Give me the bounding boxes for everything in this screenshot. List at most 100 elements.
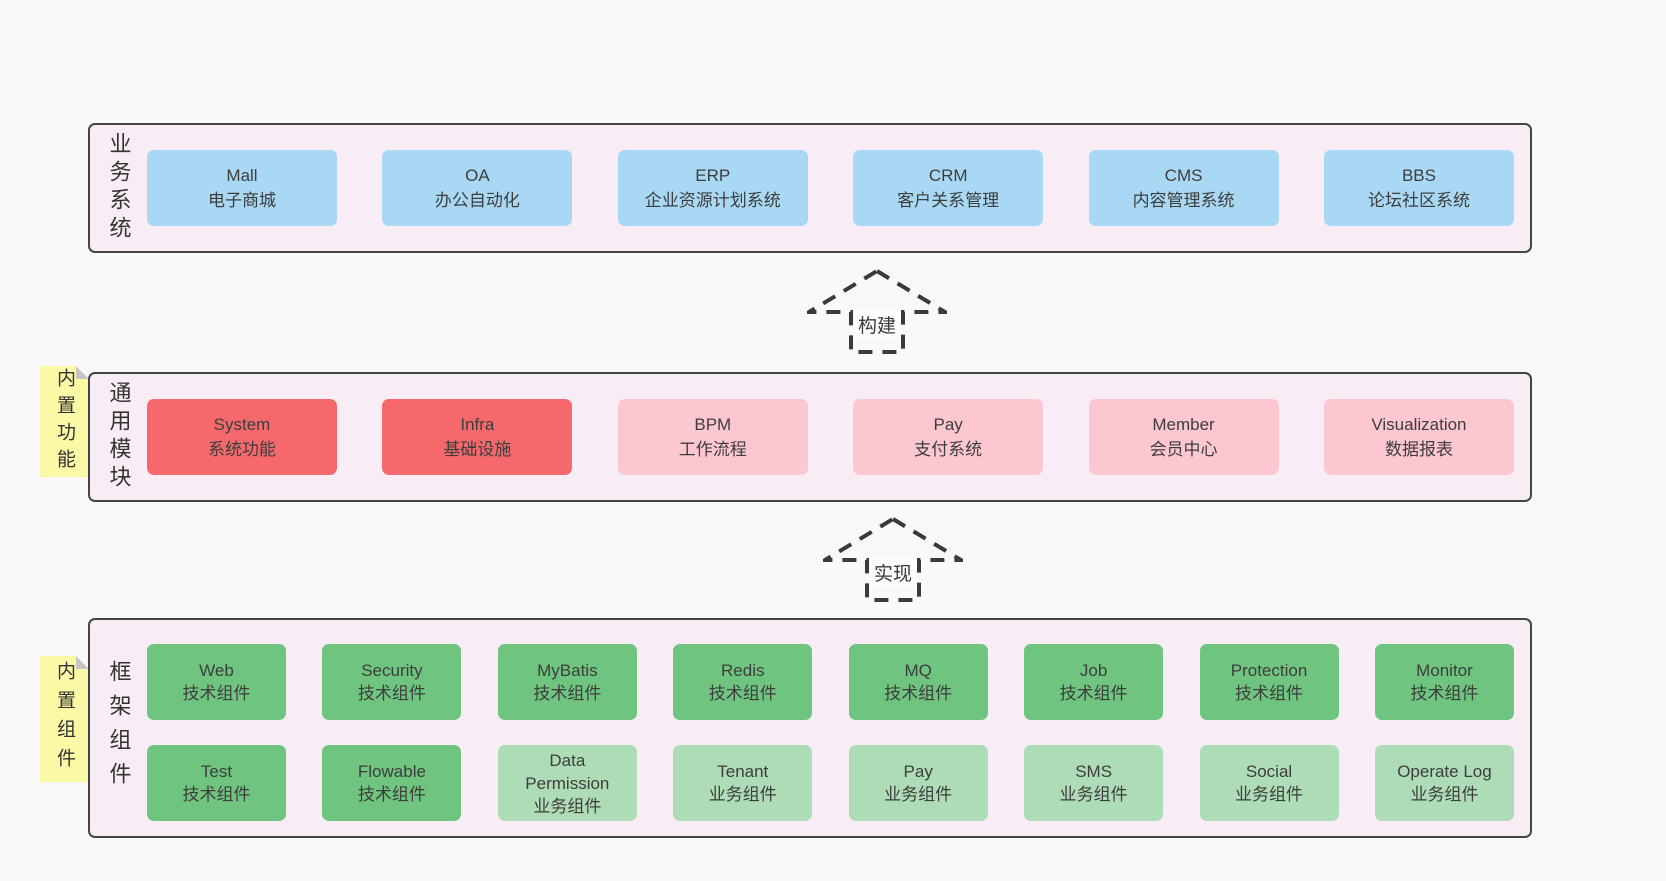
arrow-implement: 实现 [823, 516, 963, 604]
box-member: Member 会员中心 [1088, 399, 1279, 475]
box-test: Test 技术组件 [147, 745, 286, 821]
box-title: Visualization [1371, 415, 1467, 434]
box-security: Security 技术组件 [322, 644, 462, 720]
box-subtitle: 支付系统 [914, 440, 983, 459]
box-title: SMS [1075, 762, 1113, 781]
box-subtitle: 技术组件 [182, 785, 251, 804]
box-mq: MQ 技术组件 [848, 644, 988, 720]
layer-business-systems: 业务系统 Mall 电子商城 OA 办公自动化 ERP 企业资源计划系统 CRM… [88, 123, 1532, 253]
box-subtitle: 业务组件 [1059, 785, 1128, 804]
box-job: Job 技术组件 [1024, 644, 1164, 720]
box-title: Redis [721, 661, 765, 680]
box-redis: Redis 技术组件 [673, 644, 813, 720]
box-subtitle: 内容管理系统 [1132, 191, 1235, 210]
box-erp: ERP 企业资源计划系统 [617, 150, 808, 226]
box-operate-log: Operate Log 业务组件 [1374, 745, 1514, 821]
box-pay: Pay 支付系统 [853, 399, 1044, 475]
box-bbs: BBS 论坛社区系统 [1323, 150, 1514, 226]
box-subtitle: 业务组件 [1235, 785, 1304, 804]
box-subtitle: 技术组件 [1235, 684, 1304, 703]
box-title: Member [1152, 415, 1215, 434]
layer-common-modules: 通用模块 System 系统功能 Infra 基础设施 BPM 工作流程 Pay… [88, 372, 1532, 502]
box-title: Pay [933, 415, 963, 434]
box-protection: Protection 技术组件 [1199, 644, 1339, 720]
box-system: System 系统功能 [147, 399, 337, 475]
box-oa: OA 办公自动化 [382, 150, 573, 226]
up-arrow-icon [823, 516, 963, 602]
arrow-implement-label: 实现 [869, 558, 917, 587]
box-data-permission: Data Permission 业务组件 [497, 745, 637, 821]
box-title: CMS [1164, 166, 1203, 185]
box-pay-biz: Pay 业务组件 [848, 745, 988, 821]
box-title: Monitor [1416, 661, 1473, 680]
box-title: ERP [695, 166, 731, 185]
box-subtitle: 技术组件 [1059, 684, 1128, 703]
box-subtitle: 工作流程 [678, 440, 747, 459]
box-subtitle: 业务组件 [708, 785, 777, 804]
box-title: MyBatis [537, 661, 598, 680]
layer-label-framework-components: 框架组件 [106, 660, 132, 796]
sticky-builtin-components: 内置组件 [40, 656, 89, 782]
box-sms: SMS 业务组件 [1024, 745, 1164, 821]
box-subtitle: 技术组件 [708, 684, 777, 703]
box-cms: CMS 内容管理系统 [1088, 150, 1279, 226]
layer-label-business-systems: 业务系统 [106, 132, 132, 244]
up-arrow-icon [807, 268, 947, 354]
modules-box-row: System 系统功能 Infra 基础设施 BPM 工作流程 Pay 支付系统… [147, 374, 1514, 500]
box-title: Test [200, 762, 233, 781]
box-subtitle: 客户关系管理 [897, 191, 1000, 210]
business-box-row: Mall 电子商城 OA 办公自动化 ERP 企业资源计划系统 CRM 客户关系… [147, 125, 1514, 251]
box-title: BBS [1401, 166, 1436, 185]
box-title: Operate Log [1397, 762, 1492, 781]
box-title: Mall [226, 166, 258, 185]
box-flowable: Flowable 技术组件 [322, 745, 462, 821]
box-monitor: Monitor 技术组件 [1374, 644, 1514, 720]
layer-framework-components: 框架组件 Web 技术组件 Security 技术组件 MyBatis 技术组件… [88, 618, 1532, 838]
framework-row-1: Web 技术组件 Security 技术组件 MyBatis 技术组件 Redi… [147, 644, 1514, 720]
arrow-build-label: 构建 [853, 310, 901, 339]
box-web: Web 技术组件 [147, 644, 286, 720]
folded-corner-icon [76, 366, 89, 379]
box-title: Tenant [717, 762, 769, 781]
box-subtitle: 系统功能 [208, 440, 276, 459]
box-subtitle: 技术组件 [182, 684, 251, 703]
box-subtitle: 论坛社区系统 [1367, 191, 1470, 210]
box-title: Infra [460, 415, 495, 434]
box-subtitle: 会员中心 [1149, 440, 1218, 459]
sticky-builtin-components-label: 内置组件 [54, 661, 75, 777]
box-title: MQ [904, 661, 932, 680]
sticky-builtin-features-label: 内置功能 [54, 367, 75, 476]
box-subtitle: 技术组件 [357, 684, 426, 703]
box-title: Web [199, 661, 234, 680]
box-subtitle: 技术组件 [1410, 684, 1479, 703]
box-title: Social [1245, 762, 1293, 781]
box-subtitle: 基础设施 [443, 440, 512, 459]
box-subtitle: 办公自动化 [434, 191, 520, 210]
box-subtitle: 数据报表 [1384, 440, 1453, 459]
box-subtitle: 技术组件 [533, 684, 602, 703]
box-visualization: Visualization 数据报表 [1323, 399, 1514, 475]
box-title: Pay [903, 762, 933, 781]
box-subtitle: 电子商城 [208, 191, 276, 210]
box-subtitle: 业务组件 [884, 785, 953, 804]
box-crm: CRM 客户关系管理 [853, 150, 1044, 226]
box-title: CRM [928, 166, 968, 185]
box-title: System [213, 415, 271, 434]
box-title: OA [465, 166, 490, 185]
layer-label-common-modules: 通用模块 [106, 381, 132, 493]
box-subtitle: 技术组件 [884, 684, 953, 703]
box-tenant: Tenant 业务组件 [673, 745, 813, 821]
box-title: Flowable [357, 762, 426, 781]
box-subtitle: 业务组件 [1410, 785, 1479, 804]
box-title: BPM [694, 415, 732, 434]
box-subtitle: 企业资源计划系统 [644, 191, 781, 210]
box-mall: Mall 电子商城 [147, 150, 337, 226]
box-subtitle: 业务组件 [533, 796, 602, 816]
box-title: Data Permission [525, 750, 610, 793]
box-social: Social 业务组件 [1199, 745, 1339, 821]
box-title: Protection [1230, 661, 1308, 680]
framework-row-2: Test 技术组件 Flowable 技术组件 Data Permission … [147, 745, 1514, 821]
framework-box-rows: Web 技术组件 Security 技术组件 MyBatis 技术组件 Redi… [147, 620, 1514, 836]
box-title: Security [361, 661, 423, 680]
box-title: Job [1079, 661, 1108, 680]
